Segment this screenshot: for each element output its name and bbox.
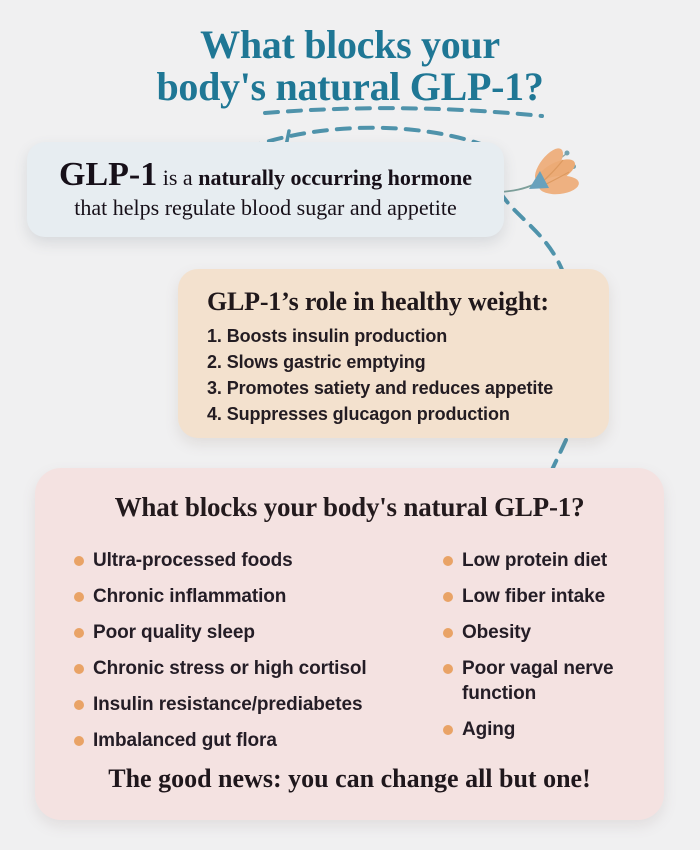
bullet-icon	[443, 556, 453, 566]
role-list-item: 4. Suppresses glucagon production	[207, 404, 510, 424]
page-title-line1: What blocks your	[200, 22, 500, 67]
flower-icon	[499, 148, 579, 195]
blocker-label: Imbalanced gut flora	[93, 730, 277, 751]
blockers-card-heading: What blocks your body's natural GLP-1?	[114, 492, 585, 522]
role-list-item: 3. Promotes satiety and reduces appetite	[207, 378, 554, 398]
list-item: Aging	[443, 717, 661, 742]
list-item: Chronic inflammation	[74, 584, 409, 609]
glp1-blockers-card: What blocks your body's natural GLP-1? U…	[35, 468, 664, 820]
bullet-icon	[74, 556, 84, 566]
list-item: Chronic stress or high cortisol	[74, 656, 409, 681]
list-item: Low protein diet	[443, 548, 661, 573]
bullet-icon	[443, 664, 453, 674]
glp1-definition-card: GLP-1 is a naturally occurring hormone t…	[27, 142, 504, 237]
definition-line1: GLP-1 is a naturally occurring hormone	[59, 155, 472, 194]
bullet-icon	[443, 592, 453, 602]
list-item: Low fiber intake	[443, 584, 661, 609]
glp1-role-card: GLP-1’s role in healthy weight: 1. Boost…	[178, 269, 609, 438]
blockers-list-right: Low protein diet Low fiber intake Obesit…	[443, 548, 661, 742]
blocker-label: Chronic inflammation	[93, 586, 287, 607]
bullet-icon	[74, 736, 84, 746]
role-list-item: 1. Boosts insulin production	[207, 326, 448, 346]
bullet-icon	[74, 592, 84, 602]
role-card-heading: GLP-1’s role in healthy weight:	[207, 287, 549, 316]
blockers-list-left: Ultra-processed foods Chronic inflammati…	[74, 548, 409, 753]
page-title-line2: body's natural GLP-1?	[156, 64, 544, 109]
bullet-icon	[443, 725, 453, 735]
bullet-icon	[74, 628, 84, 638]
definition-connector-text: is a	[157, 164, 199, 190]
blocker-label: Low protein diet	[462, 550, 608, 571]
list-item: Poor vagal nerve function	[443, 656, 661, 706]
list-item: Obesity	[443, 620, 661, 645]
list-item: Poor quality sleep	[74, 620, 409, 645]
definition-line2: that helps regulate blood sugar and appe…	[74, 194, 457, 220]
list-item: Ultra-processed foods	[74, 548, 409, 573]
dashed-connector-top-arc	[263, 106, 544, 118]
glp1-term: GLP-1	[59, 155, 158, 193]
blocker-label: Chronic stress or high cortisol	[93, 658, 367, 679]
list-item: Imbalanced gut flora	[74, 728, 409, 753]
bullet-icon	[443, 628, 453, 638]
role-list: 1. Boosts insulin production 2. Slows ga…	[207, 323, 609, 427]
bullet-icon	[74, 664, 84, 674]
blocker-label: Low fiber intake	[462, 586, 606, 607]
list-item: Insulin resistance/prediabetes	[74, 692, 409, 717]
dashed-connector-to-role-card	[498, 190, 565, 274]
blocker-label: Ultra-processed foods	[93, 550, 293, 571]
blocker-label: Obesity	[462, 622, 531, 643]
dashed-connector-intro-arc	[245, 125, 494, 150]
blocker-label: Poor vagal nerve function	[462, 658, 614, 704]
definition-bold-phrase: naturally occurring hormone	[198, 164, 472, 190]
good-news-note: The good news: you can change all but on…	[108, 764, 591, 793]
role-list-item: 2. Slows gastric emptying	[207, 352, 426, 372]
blocker-label: Insulin resistance/prediabetes	[93, 694, 363, 715]
blocker-label: Aging	[462, 719, 516, 740]
page-title: What blocks your body's natural GLP-1?	[0, 24, 700, 108]
bullet-icon	[74, 700, 84, 710]
blocker-label: Poor quality sleep	[93, 622, 255, 643]
